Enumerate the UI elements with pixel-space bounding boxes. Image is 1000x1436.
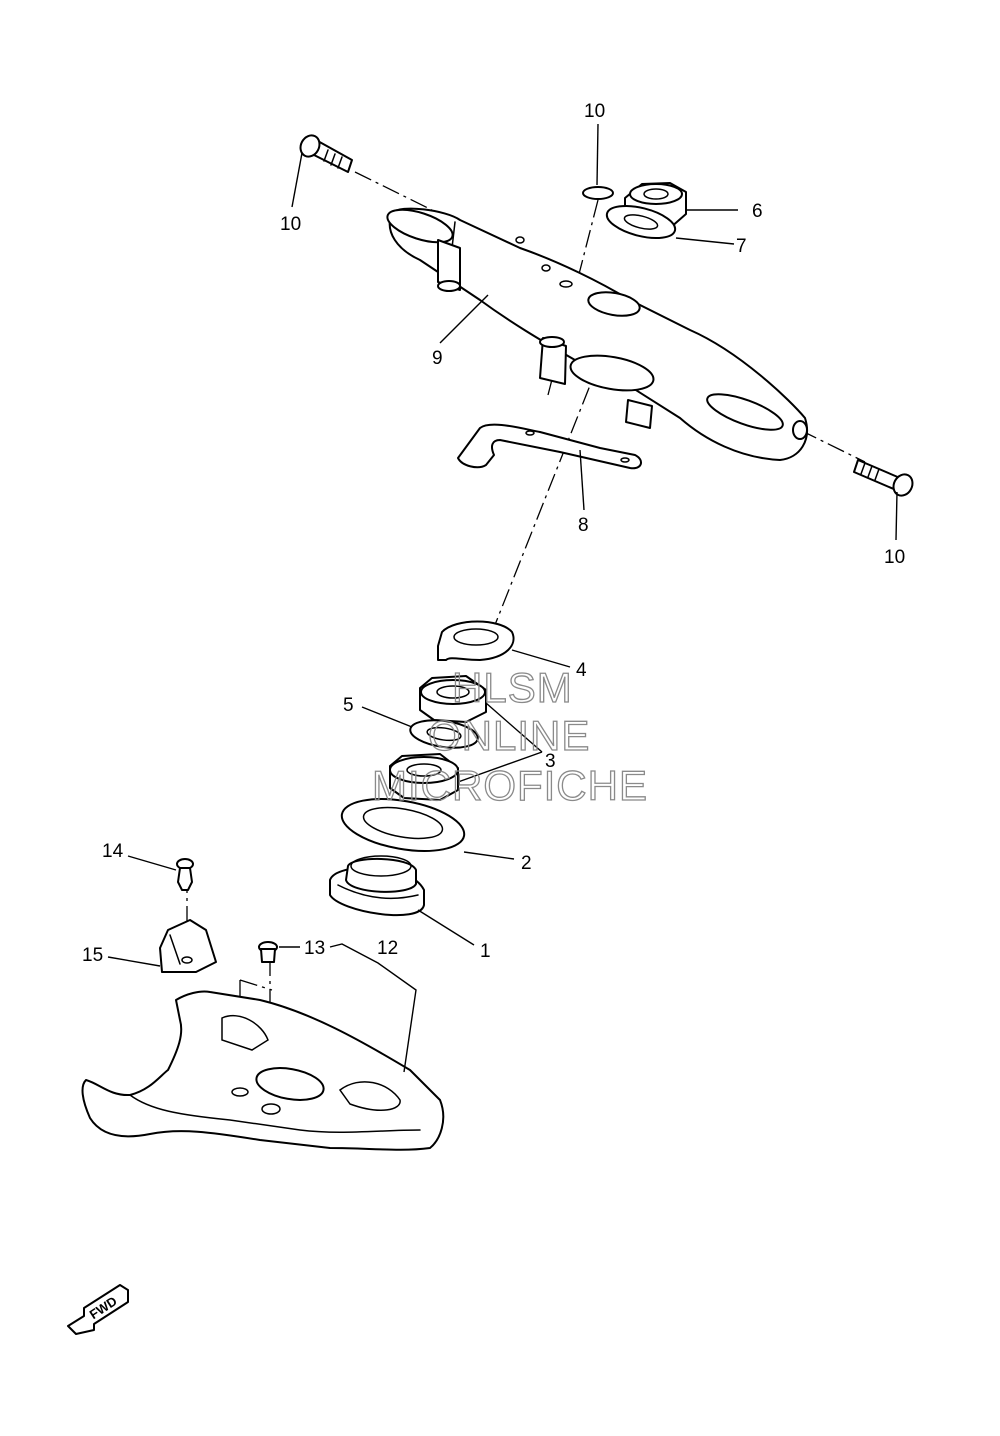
leader-3-lower <box>457 751 543 783</box>
callout-14: 14 <box>102 841 124 862</box>
callout-12: 12 <box>377 938 398 959</box>
callout-6: 6 <box>752 201 763 222</box>
callout-4: 4 <box>576 660 587 681</box>
callout-3: 3 <box>545 751 556 772</box>
leader-2 <box>463 851 515 860</box>
lock-washer-4 <box>437 620 515 661</box>
callout-8: 8 <box>578 515 589 536</box>
leader-9 <box>439 294 489 344</box>
centerline-cover-link <box>239 979 273 991</box>
watermark-line-1: HLSM <box>452 664 573 711</box>
leader-11 <box>596 123 599 186</box>
callout-10-right: 10 <box>884 547 905 568</box>
centerline-steering-axis <box>484 329 613 651</box>
rubber-washer-5 <box>409 719 479 749</box>
ring-nut-3-upper <box>419 675 487 723</box>
centerline-bolt-10-left <box>354 171 433 211</box>
leader-7 <box>675 237 735 245</box>
clip-15 <box>159 919 217 973</box>
leader-10-right <box>895 491 898 541</box>
leader-15 <box>107 956 161 967</box>
plate-8 <box>457 423 642 470</box>
callout-7: 7 <box>736 236 747 257</box>
callout-11: 10 <box>584 101 605 122</box>
ring-nut-3-lower <box>389 753 459 801</box>
leader-8 <box>579 449 585 511</box>
bolt-14 <box>176 858 194 891</box>
watermark-line-2: ONLINE <box>428 712 590 759</box>
cover-12 <box>81 990 445 1151</box>
leader-1 <box>417 909 475 946</box>
leader-10-left <box>291 152 303 208</box>
leader-3-upper <box>485 702 543 753</box>
callout-5: 5 <box>343 695 354 716</box>
callout-13: 13 <box>304 938 325 959</box>
callout-15: 15 <box>82 945 103 966</box>
bolt-10-left <box>299 134 353 173</box>
upper-bracket-9 <box>386 207 808 461</box>
leader-14 <box>127 855 177 871</box>
callout-2: 2 <box>521 853 532 874</box>
washer-7 <box>605 204 677 240</box>
leader-5 <box>361 706 413 728</box>
callout-10-left: 10 <box>280 214 301 235</box>
watermark-line-3: MICROFICHE <box>372 762 648 809</box>
leader-12 <box>329 943 417 1073</box>
bearing-1 <box>329 855 425 917</box>
dust-seal-2 <box>340 798 466 852</box>
callout-9: 9 <box>432 348 443 369</box>
fwd-arrow-icon: FWD <box>67 1284 129 1335</box>
collar-13 <box>258 941 278 963</box>
leader-4 <box>511 649 571 668</box>
centerline-bolt-10-right <box>799 429 866 463</box>
o-ring-11 <box>582 186 614 200</box>
bolt-10-right <box>853 459 914 497</box>
callout-1: 1 <box>480 941 491 962</box>
